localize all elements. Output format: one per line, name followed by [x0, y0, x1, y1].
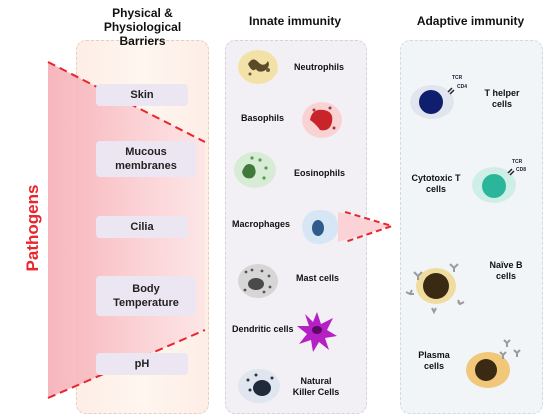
wedge-edge-top	[47, 61, 206, 143]
header-adaptive: Adaptive immunity	[416, 14, 525, 28]
barrier-ph: pH	[96, 353, 188, 375]
tcr-label-helper: TCR	[452, 75, 463, 81]
naive-b-cell-icon	[405, 263, 465, 315]
t-helper-cell-icon	[410, 85, 455, 119]
innate-to-adaptive-arrow	[338, 212, 392, 242]
label-basophils: Basophils	[241, 113, 285, 123]
barrier-mucous-membranes: Mucous membranes	[96, 141, 196, 177]
tcr-label-cytotoxic: TCR	[512, 159, 523, 165]
cytotoxic-t-cell-icon	[472, 167, 516, 203]
header-innate: Innate immunity	[248, 14, 341, 28]
header-barriers: Physical & Physiological Barriers	[103, 6, 182, 48]
label-eosinophils: Eosinophils	[294, 168, 346, 178]
plasma-cell-icon	[466, 339, 521, 388]
eosinophil-cell-icon	[234, 152, 276, 188]
natural-killer-cell-icon	[238, 369, 280, 403]
mast-cell-icon	[238, 264, 278, 298]
barrier-body-temperature: Body Temperature	[96, 276, 196, 316]
label-t-helper-cells: T helper cells	[484, 88, 520, 109]
label-plasma-cells: Plasma cells	[418, 350, 450, 371]
label-macrophages: Macrophages	[232, 219, 291, 229]
label-naive-b-cells: Naïve B cells	[489, 260, 523, 281]
cd8-label: CD8	[516, 167, 527, 173]
cd4-label: CD4	[457, 84, 468, 90]
basophil-cell-icon	[302, 102, 342, 138]
label-neutrophils: Neutrophils	[294, 62, 345, 72]
label-natural-killer-cells: Natural Killer Cells	[292, 376, 340, 397]
label-mast-cells: Mast cells	[296, 273, 340, 283]
macrophage-cell-icon	[302, 210, 339, 245]
arrow-edge	[344, 211, 396, 243]
dendritic-cell-icon	[297, 312, 337, 352]
label-dendritic-cells: Dendritic cells	[232, 324, 294, 334]
barrier-skin: Skin	[96, 84, 188, 106]
pathogens-label: Pathogens	[23, 184, 42, 272]
neutrophil-cell-icon	[238, 50, 278, 84]
label-cytotoxic-t-cells: Cytotoxic T cells	[411, 173, 461, 194]
barrier-cilia: Cilia	[96, 216, 188, 238]
